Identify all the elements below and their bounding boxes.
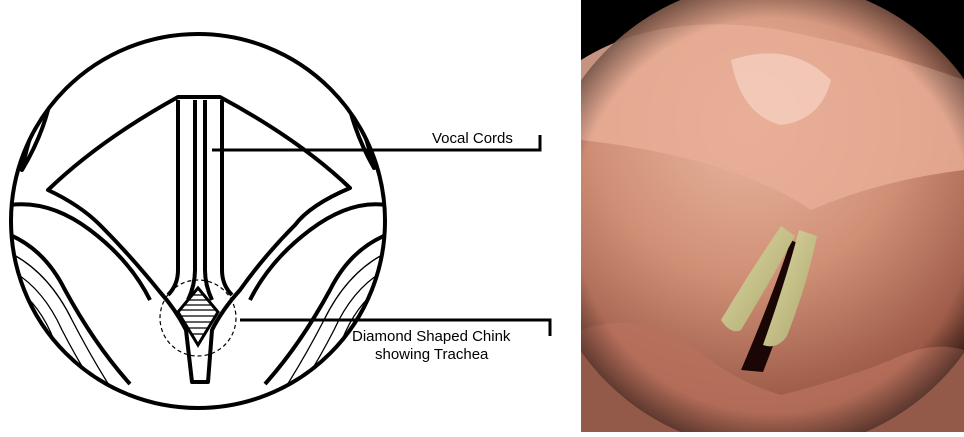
laryngeal-diagram: Vocal Cords Diamond Shaped Chink showing… (0, 0, 580, 432)
chink-label-line1: Diamond Shaped Chink (352, 328, 510, 345)
diagram-svg (0, 0, 580, 432)
vocal-cords-label: Vocal Cords (432, 130, 513, 147)
photo-vignette (581, 0, 964, 432)
diagram-outer-circle (11, 34, 385, 408)
photo-svg (581, 0, 964, 432)
endoscopic-photo (581, 0, 964, 432)
chink-label-line2: showing Trachea (375, 346, 488, 363)
